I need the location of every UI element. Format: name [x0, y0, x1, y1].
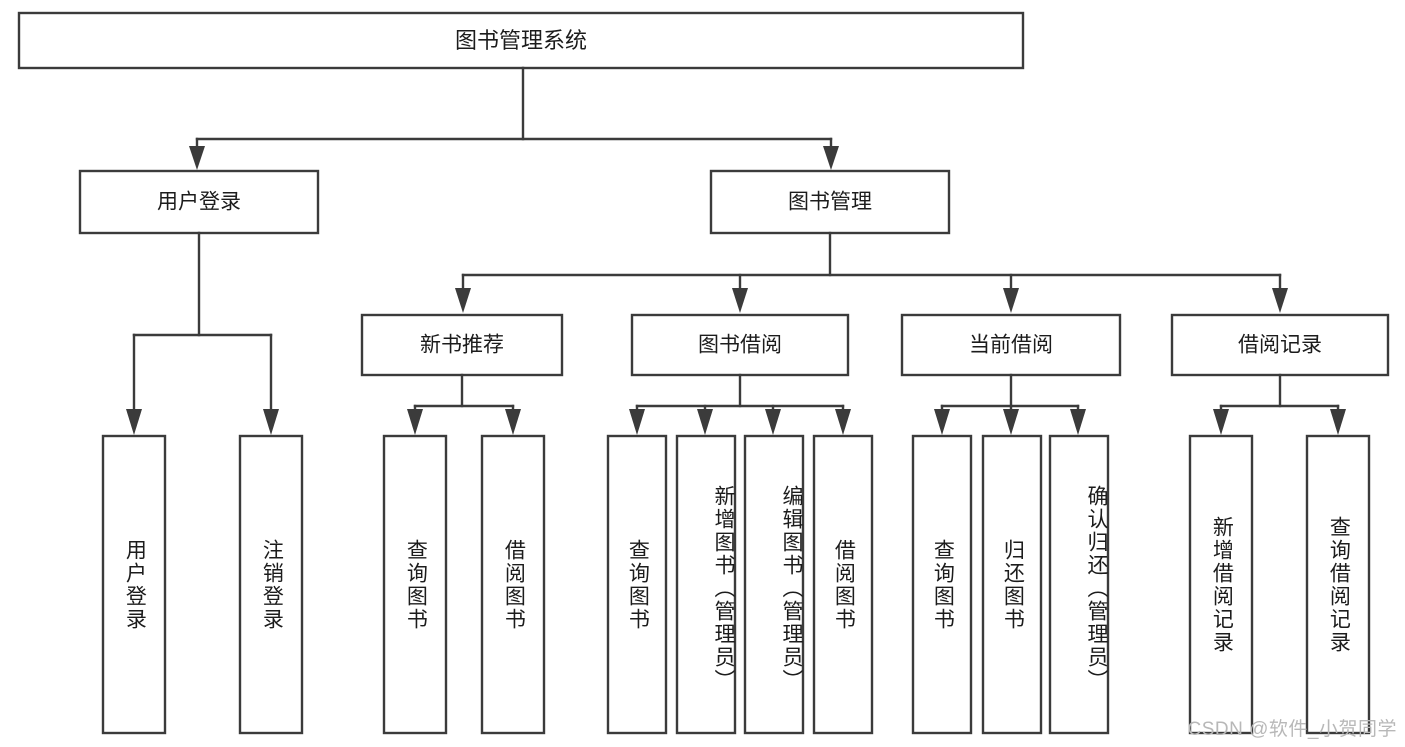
arrow-head-icon — [1003, 409, 1019, 435]
arrow-head-icon — [934, 409, 950, 435]
leaf-box-book-borrow-2[interactable] — [743, 434, 805, 735]
arrow-head-icon — [1330, 409, 1346, 435]
node-new-book-rec-box — [360, 313, 564, 377]
arrow-head-icon — [765, 409, 781, 435]
leaf-box-new-book-rec-0[interactable] — [382, 434, 448, 735]
leaf-box-user-login-0[interactable] — [101, 434, 167, 735]
leaf-box-book-borrow-0[interactable] — [606, 434, 668, 735]
leaf-box-book-borrow-3[interactable] — [812, 434, 874, 735]
node-borrow-record[interactable]: 借阅记录 — [1170, 313, 1390, 377]
node-user-login[interactable]: 用户登录 — [78, 169, 320, 235]
arrow-head-icon — [407, 409, 423, 435]
leaf-box-new-book-rec-1[interactable] — [480, 434, 546, 735]
node-current-borrow-box — [900, 313, 1122, 377]
connector-root-to-level2 — [189, 66, 839, 170]
leaf-box-current-borrow-0[interactable] — [911, 434, 973, 735]
arrow-head-icon — [505, 409, 521, 435]
connector-borrow-record-to-leaves — [1213, 373, 1346, 435]
node-root-label: 图书管理系统 — [455, 28, 587, 53]
connector-user-login-to-leaves — [126, 231, 279, 435]
leaf-box-current-borrow-2[interactable] — [1048, 434, 1110, 735]
node-book-manage-label: 图书管理 — [788, 191, 872, 214]
arrow-head-icon — [629, 409, 645, 435]
node-new-book-rec[interactable]: 新书推荐 — [360, 313, 564, 377]
node-current-borrow[interactable]: 当前借阅 — [900, 313, 1122, 377]
node-borrow-record-label: 借阅记录 — [1238, 334, 1322, 357]
leaf-box-book-borrow-1[interactable] — [675, 434, 737, 735]
connector-current-borrow-to-leaves — [934, 373, 1086, 435]
node-user-login-label: 用户登录 — [157, 191, 241, 214]
arrow-head-icon — [697, 409, 713, 435]
arrow-head-icon — [1272, 288, 1288, 313]
arrow-head-icon — [126, 409, 142, 435]
leaf-box-borrow-record-1[interactable] — [1305, 434, 1371, 735]
arrow-head-icon — [455, 288, 471, 313]
connector-book-borrow-to-leaves — [629, 373, 851, 435]
node-book-manage[interactable]: 图书管理 — [709, 169, 951, 235]
arrow-head-icon — [1003, 288, 1019, 313]
node-new-book-rec-label: 新书推荐 — [420, 334, 504, 357]
arrow-head-icon — [823, 146, 839, 170]
leaf-box-borrow-record-0[interactable] — [1188, 434, 1254, 735]
node-root-box — [17, 11, 1025, 70]
node-book-borrow[interactable]: 图书借阅 — [630, 313, 850, 377]
arrow-head-icon — [1070, 409, 1086, 435]
node-current-borrow-label: 当前借阅 — [969, 334, 1053, 357]
connector-book-manage-to-level3 — [455, 231, 1288, 313]
arrow-head-icon — [1213, 409, 1229, 435]
arrow-head-icon — [732, 288, 748, 313]
connector-new-book-rec-to-leaves — [407, 373, 521, 435]
node-book-borrow-label: 图书借阅 — [698, 334, 782, 357]
arrow-head-icon — [835, 409, 851, 435]
node-user-login-box — [78, 169, 320, 235]
leaf-box-user-login-1[interactable] — [238, 434, 304, 735]
node-root[interactable]: 图书管理系统 — [17, 11, 1025, 70]
leaf-box-current-borrow-1[interactable] — [981, 434, 1043, 735]
arrow-head-icon — [189, 146, 205, 170]
arrow-head-icon — [263, 409, 279, 435]
